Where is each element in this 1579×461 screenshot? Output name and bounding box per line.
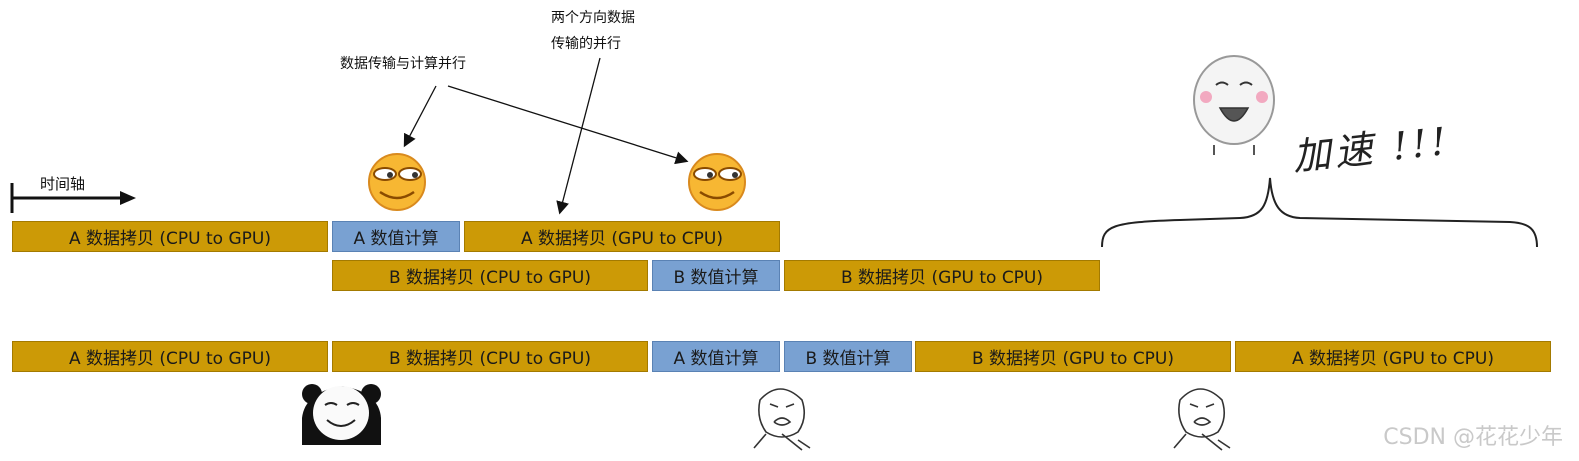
row2-b-copy-d2h: B 数据拷贝 (GPU to CPU) <box>784 260 1100 291</box>
speedup-brace <box>1101 177 1538 248</box>
smile-emoji-icon <box>368 153 426 211</box>
time-axis-label: 时间轴 <box>40 175 86 193</box>
smile-emoji-icon <box>688 153 746 211</box>
arrow-to-emoji-1 <box>403 85 437 148</box>
row1-a-copy-d2h: A 数据拷贝 (GPU to CPU) <box>464 221 780 252</box>
row3-b-copy-d2h: B 数据拷贝 (GPU to CPU) <box>915 341 1231 372</box>
row3-a-copy-h2d: A 数据拷贝 (CPU to GPU) <box>12 341 328 372</box>
row3-a-copy-d2h: A 数据拷贝 (GPU to CPU) <box>1235 341 1551 372</box>
time-axis-arrow <box>10 183 136 213</box>
row1-a-compute: A 数值计算 <box>332 221 460 252</box>
laughing-meme-icon <box>1193 55 1275 155</box>
y-u-no-meme-icon <box>1173 388 1231 451</box>
row2-b-compute: B 数值计算 <box>652 260 780 291</box>
row2-b-copy-h2d: B 数据拷贝 (CPU to GPU) <box>332 260 648 291</box>
watermark: CSDN @花花少年 <box>1383 425 1563 450</box>
y-u-no-meme-icon <box>753 388 811 451</box>
parallel-compute-label: 数据传输与计算并行 <box>340 56 466 72</box>
panda-meme-icon <box>302 384 381 445</box>
bidirectional-label-line1: 两个方向数据 <box>551 10 635 26</box>
row3-a-compute: A 数值计算 <box>652 341 780 372</box>
row3-b-compute: B 数值计算 <box>784 341 912 372</box>
bidirectional-label-line2: 传输的并行 <box>551 36 621 52</box>
arrow-to-emoji-2 <box>447 85 689 165</box>
row1-a-copy-h2d: A 数据拷贝 (CPU to GPU) <box>12 221 328 252</box>
arrow-to-row1-copy <box>556 57 601 215</box>
row3-b-copy-h2d: B 数据拷贝 (CPU to GPU) <box>332 341 648 372</box>
